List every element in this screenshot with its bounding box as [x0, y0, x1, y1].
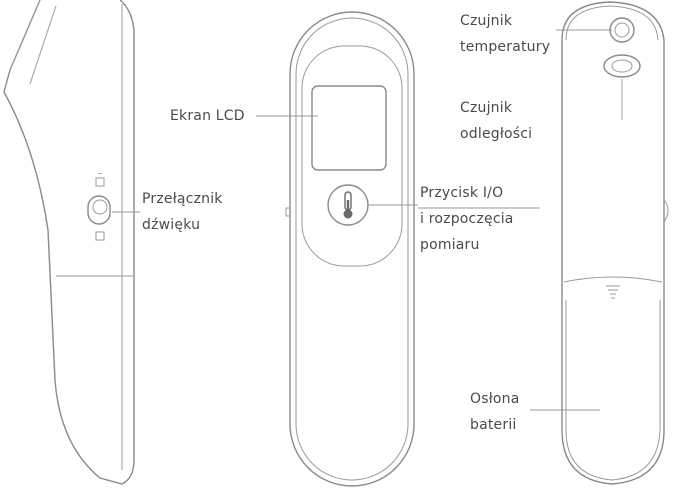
thermometer-icon: [343, 191, 353, 219]
label-sound-switch: Przełącznik dźwięku: [142, 191, 223, 233]
label-battery-cover: Osłona baterii: [470, 391, 520, 433]
front-view-outline: [289, 11, 415, 487]
side-view-outline: [3, 0, 135, 485]
label-io-button: Przycisk I/O i rozpoczęcia pomiaru: [420, 185, 514, 253]
battery-latch-icon: [606, 285, 620, 299]
distance-sensor: [603, 54, 641, 78]
label-lcd-screen: Ekran LCD: [170, 108, 245, 124]
battery-cover[interactable]: [565, 300, 661, 481]
sound-off-icon: [95, 231, 105, 241]
back-view-device: [530, 1, 669, 485]
sound-switch[interactable]: [87, 195, 111, 225]
temperature-sensor: [609, 17, 635, 43]
label-distance-sensor: Czujnik odległości: [460, 100, 533, 142]
sound-on-icon: [95, 172, 105, 187]
battery-cover-seam: [563, 276, 663, 283]
lcd-screen: [311, 85, 387, 171]
back-view-outline: [561, 1, 665, 485]
side-view-device: [3, 0, 140, 485]
front-view-device: [256, 11, 540, 487]
front-panel: [301, 45, 403, 267]
label-temperature-sensor: Czujnik temperatury: [460, 13, 551, 55]
sound-switch-knob: [92, 199, 108, 215]
